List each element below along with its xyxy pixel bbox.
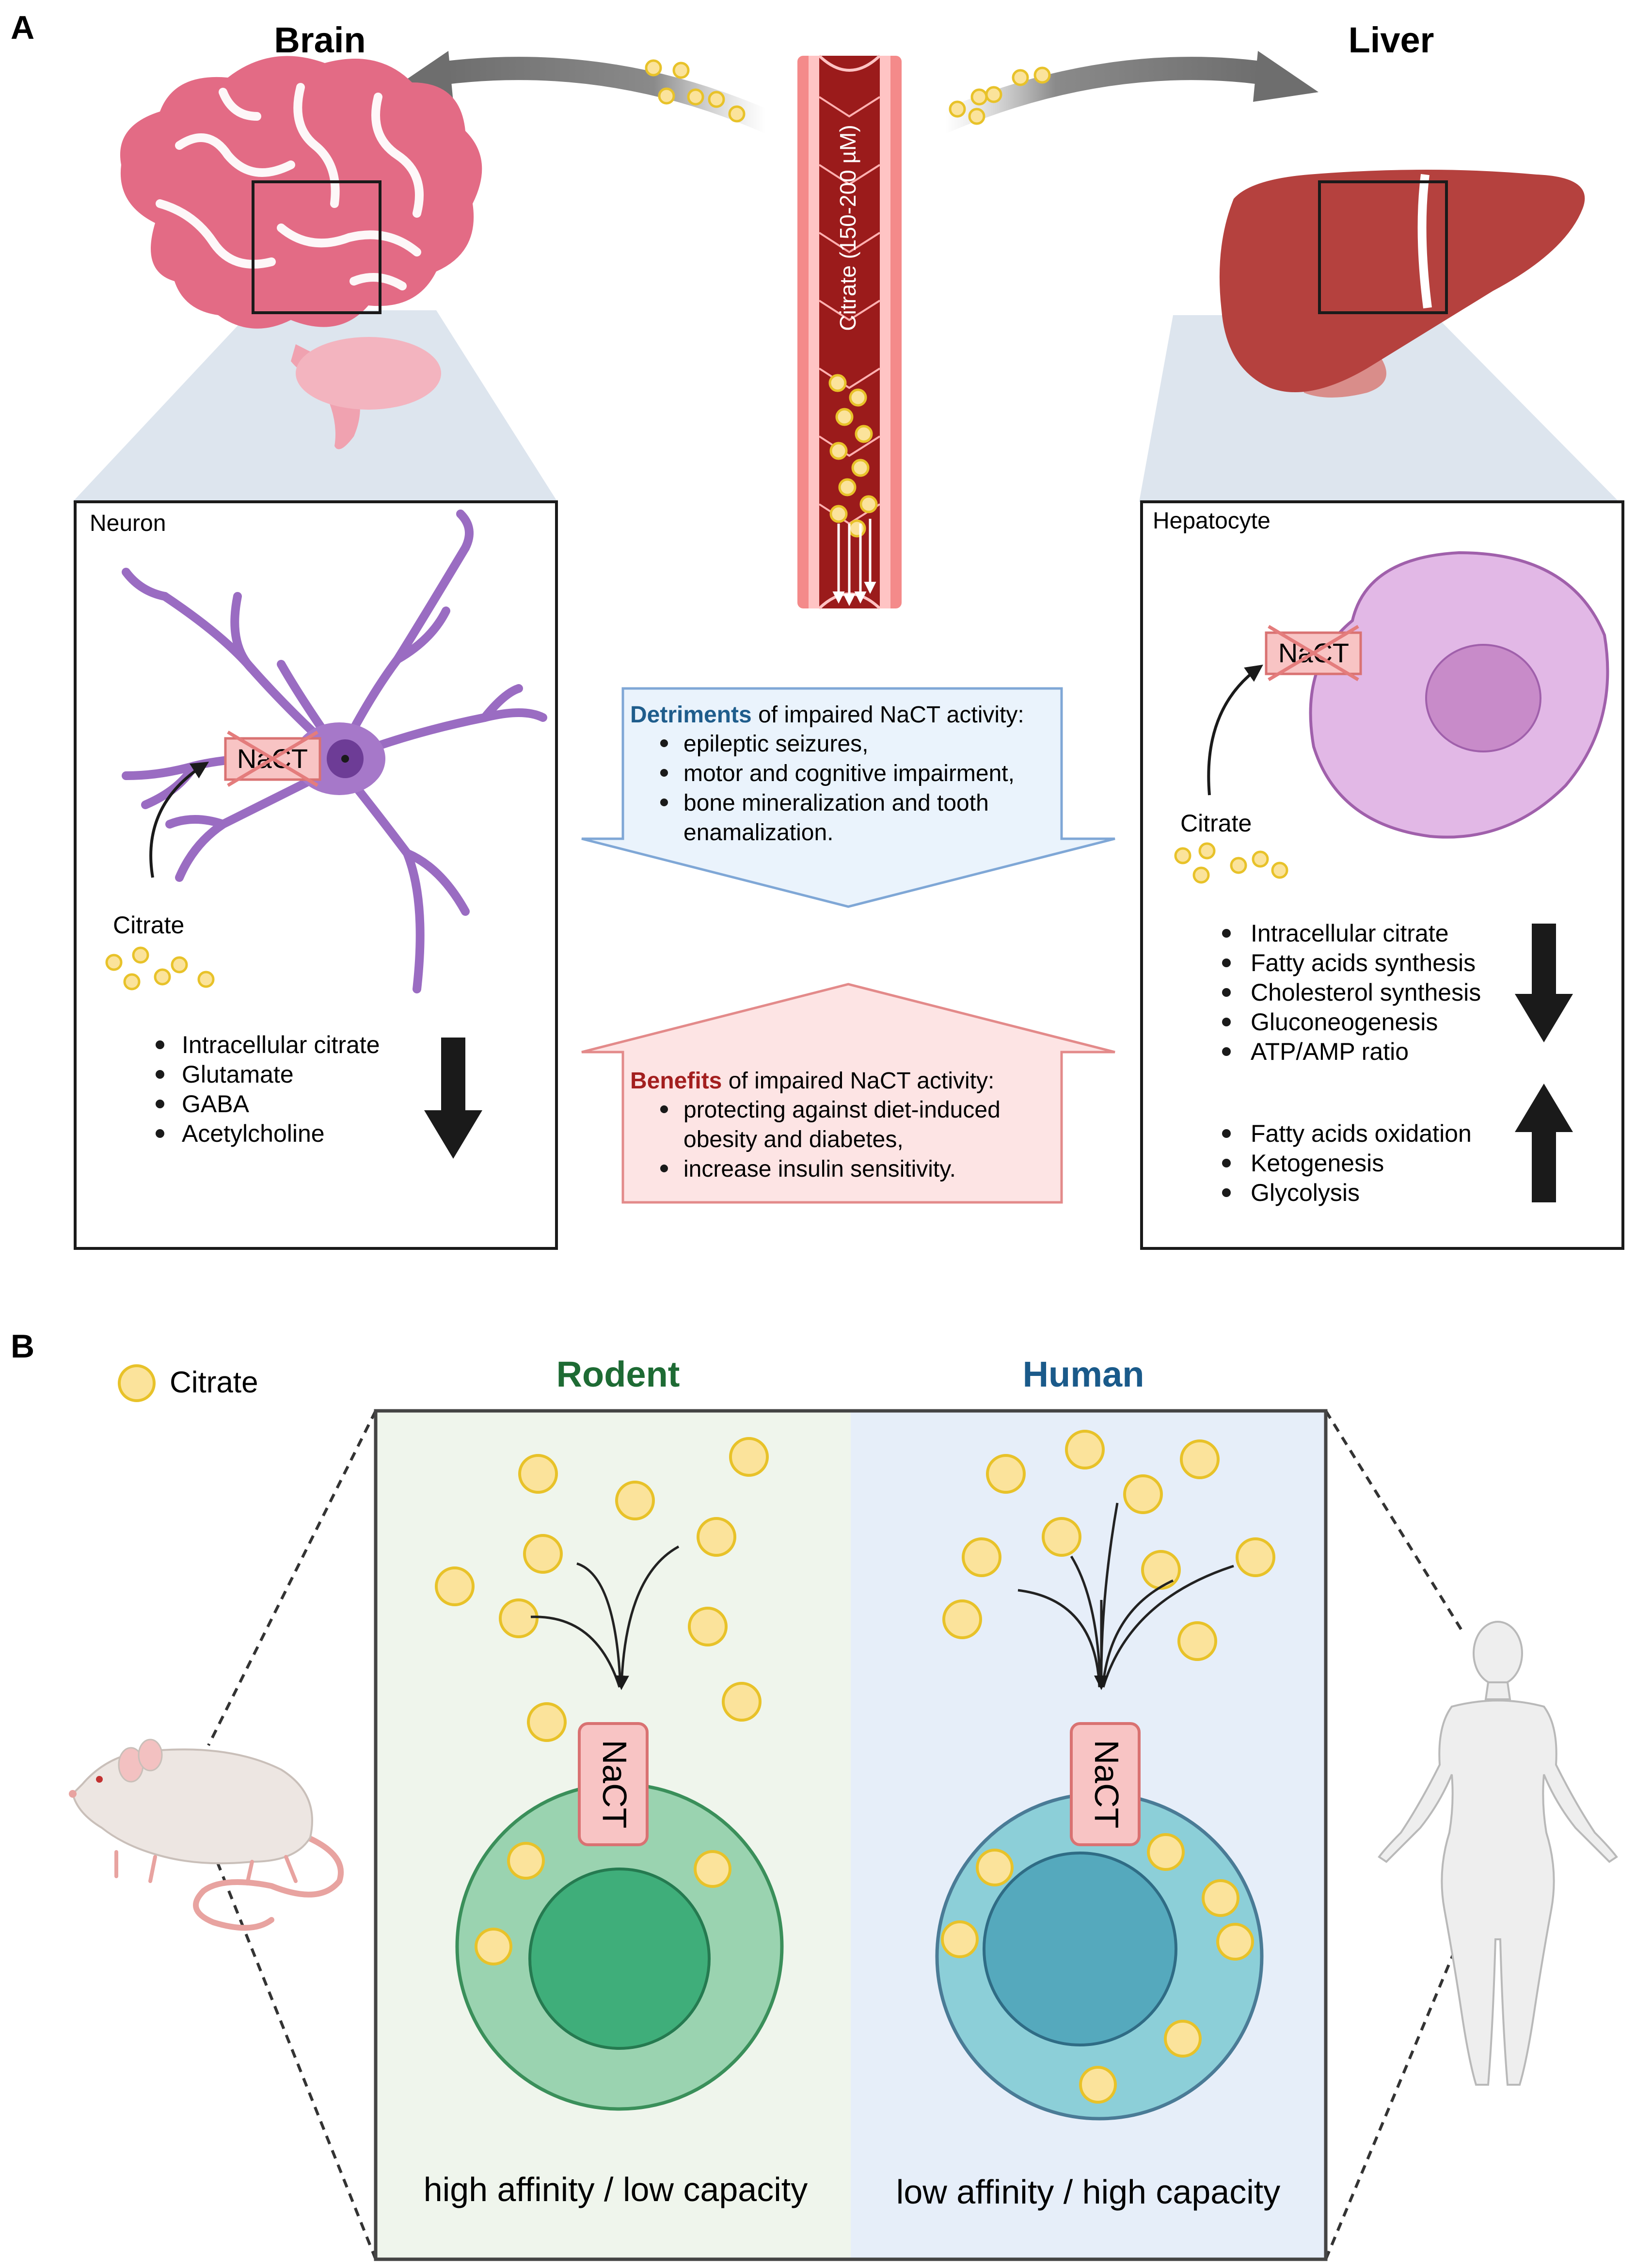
blood-vessel: Citrate (150-200 µM) <box>797 54 902 610</box>
neuron-citrate-label: Citrate <box>113 911 184 939</box>
rodent-nucleus <box>528 1868 711 2050</box>
hepatocyte-citrate-label: Citrate <box>1180 810 1252 837</box>
citrate-cluster-brain-arrow <box>645 59 746 123</box>
rodent-panel: NaCT high affinity / low capacity <box>424 1437 808 2208</box>
human-caption: low affinity / high capacity <box>896 2173 1280 2211</box>
detriment-item: epileptic seizures, <box>683 731 869 757</box>
svg-text:Ketogenesis: Ketogenesis <box>1251 1150 1384 1177</box>
svg-text:Intracellular citrate: Intracellular citrate <box>182 1031 380 1058</box>
neuron-nact-transporter: NaCT <box>224 730 321 787</box>
panel-a-label: A <box>11 9 34 46</box>
legend-citrate-label: Citrate <box>170 1366 258 1399</box>
svg-text:Cholesterol synthesis: Cholesterol synthesis <box>1251 979 1481 1006</box>
benefit-item: protecting against diet-induced <box>683 1097 1001 1123</box>
human-citrate-outside <box>942 1430 1275 1661</box>
human-title: Human <box>1023 1354 1144 1394</box>
brain-title: Brain <box>274 20 365 60</box>
detriment-item: enamalization. <box>683 820 834 846</box>
human-uptake-arrows <box>1017 1502 1234 1690</box>
neuron-title: Neuron <box>90 511 166 536</box>
detriment-item: motor and cognitive impairment, <box>683 761 1015 786</box>
human-silhouette <box>1378 1621 1618 2086</box>
rodent-caption: high affinity / low capacity <box>424 2171 808 2208</box>
neuron-bullet-list: Intracellular citrate Glutamate GABA Ace… <box>156 1031 380 1147</box>
benefit-item: obesity and diabetes, <box>683 1127 904 1152</box>
liver-illustration <box>1139 170 1619 502</box>
vessel-label: Citrate (150-200 µM) <box>835 125 860 331</box>
rodent-uptake-arrows <box>530 1545 680 1690</box>
svg-text:ATP/AMP ratio: ATP/AMP ratio <box>1251 1038 1409 1065</box>
hepatocyte-title: Hepatocyte <box>1153 508 1271 534</box>
hepatocyte-up-list: Fatty acids oxidation Ketogenesis Glycol… <box>1222 1120 1472 1206</box>
neuron-down-arrow <box>424 1038 482 1159</box>
benefits-heading: Benefits of impaired NaCT activity: <box>630 1068 994 1094</box>
arrow-to-liver <box>934 51 1318 133</box>
neuron-citrate-dots <box>105 946 215 990</box>
human-nact-transporter: NaCT <box>1070 1722 1141 1846</box>
hepatocyte-down-arrow <box>1515 924 1573 1042</box>
human-citrate-inside <box>941 1833 1254 2104</box>
brain-illustration <box>73 56 557 502</box>
hepatocyte-up-arrow <box>1515 1084 1573 1202</box>
detriments-heading: Detriments of impaired NaCT activity: <box>630 702 1024 728</box>
hepatocyte-citrate-arrow <box>1207 664 1263 796</box>
hepatocyte-citrate-dots <box>1174 842 1288 884</box>
rodent-title: Rodent <box>556 1354 680 1394</box>
svg-text:Glutamate: Glutamate <box>182 1061 294 1088</box>
neuron-box: Neuron NaCT Ci <box>74 500 558 1250</box>
rodent-citrate-outside <box>435 1437 769 1742</box>
svg-text:NaCT: NaCT <box>1088 1740 1126 1829</box>
liver-zoom-box <box>1318 180 1448 314</box>
liver-title: Liver <box>1349 20 1434 60</box>
human-nucleus <box>983 1852 1177 2046</box>
svg-text:GABA: GABA <box>182 1090 250 1118</box>
human-panel: NaCT low affinity / high capacity <box>896 1430 1280 2211</box>
zoom-lines <box>207 1410 1475 2260</box>
benefits-callout: Benefits of impaired NaCT activity: prot… <box>581 983 1115 1204</box>
hepatocyte-down-list: Intracellular citrate Fatty acids synthe… <box>1222 920 1481 1065</box>
svg-text:Intracellular citrate: Intracellular citrate <box>1251 920 1449 947</box>
svg-text:Gluconeogenesis: Gluconeogenesis <box>1251 1008 1438 1036</box>
neuron-cell <box>122 510 547 993</box>
detriments-callout: Detriments of impaired NaCT activity: ep… <box>581 687 1115 908</box>
hepatocyte-nucleus <box>1425 644 1541 752</box>
legend-citrate-dot <box>118 1364 156 1402</box>
brain-zoom-box <box>252 180 381 314</box>
rodent-nact-transporter: NaCT <box>578 1722 649 1846</box>
panel-b-label: B <box>11 1328 34 1365</box>
rodent-citrate-inside <box>475 1842 731 1965</box>
citrate-cluster-liver-arrow <box>949 66 1051 125</box>
detriment-item: bone mineralization and tooth <box>683 790 989 816</box>
neuron-citrate-arrow <box>149 762 209 878</box>
svg-text:NaCT: NaCT <box>596 1740 634 1829</box>
benefit-item: increase insulin sensitivity. <box>683 1156 956 1182</box>
svg-text:Glycolysis: Glycolysis <box>1251 1179 1360 1206</box>
hepatocyte-nact-transporter: NaCT <box>1265 624 1362 682</box>
svg-text:Fatty acids oxidation: Fatty acids oxidation <box>1251 1120 1472 1147</box>
hepatocyte-box: Hepatocyte NaCT Citrate Intracellular ci… <box>1140 500 1624 1250</box>
mouse-illustration <box>69 1739 344 1931</box>
svg-text:Acetylcholine: Acetylcholine <box>182 1120 325 1147</box>
svg-text:Fatty acids synthesis: Fatty acids synthesis <box>1251 949 1476 976</box>
